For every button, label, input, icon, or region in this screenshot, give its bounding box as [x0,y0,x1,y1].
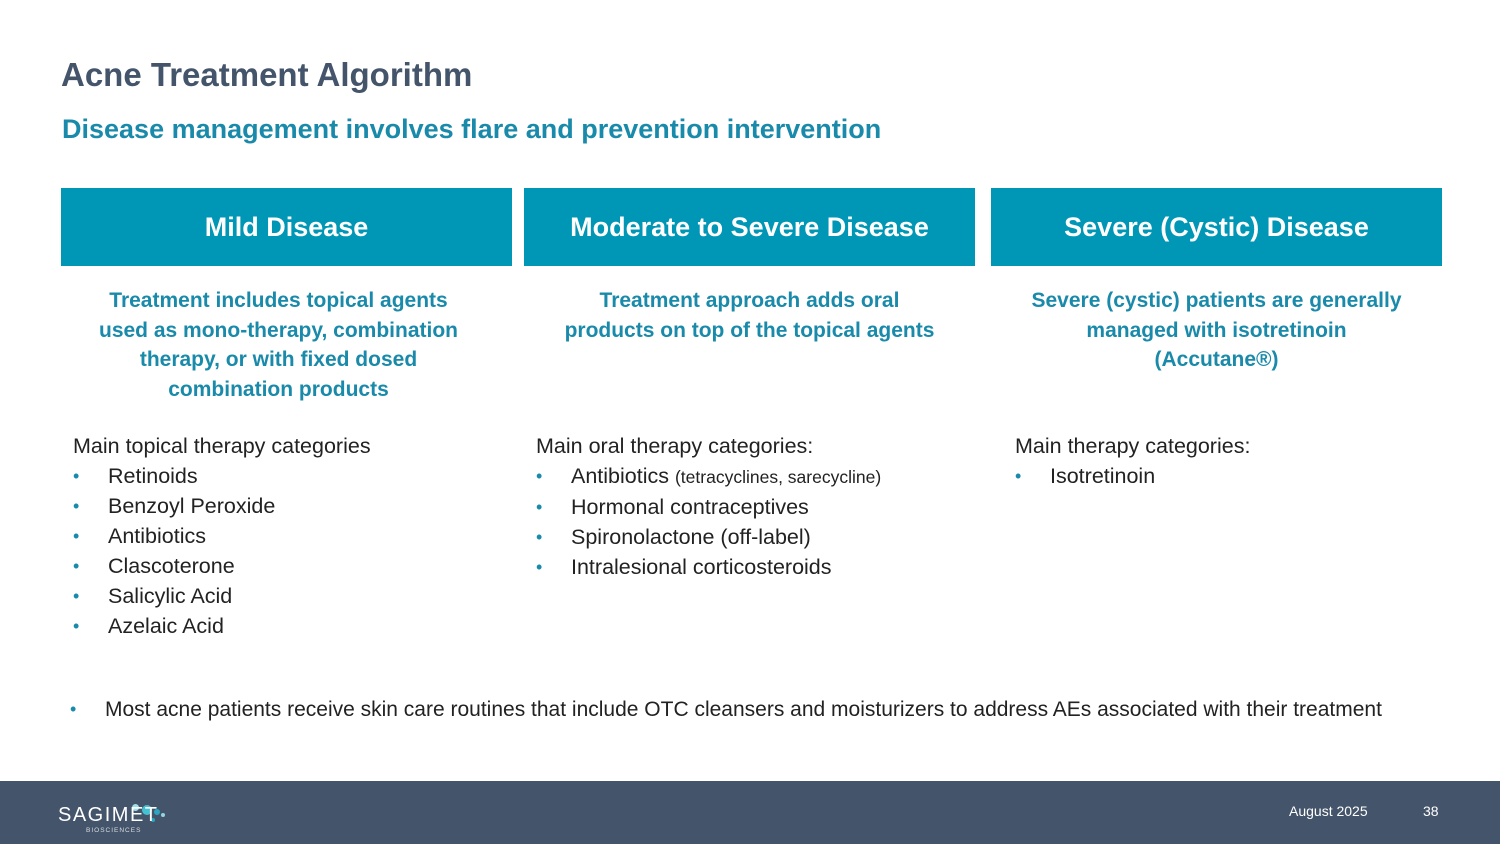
bullet-icon: • [73,496,80,516]
summary-line: therapy, or with fixed dosed [139,348,418,371]
list-lead: Main oral therapy categories: [536,434,814,458]
list-item: •Retinoids [73,461,503,491]
logo-subtext: BIOSCIENCES [86,827,142,834]
logo-dot-icon [132,804,139,811]
bullet-icon: • [536,497,543,517]
list-item: •Azelaic Acid [73,611,503,641]
bullet-icon: • [73,526,80,546]
bullet-icon: • [73,586,80,606]
bullet-icon: • [536,527,543,547]
therapy-list-severe: Main therapy categories: •Isotretinoin [1015,431,1435,491]
bullet-icon: • [70,699,77,719]
logo-dot-icon [154,809,160,815]
list-item: •Isotretinoin [1015,461,1435,491]
footnote-text: Most acne patients receive skin care rou… [105,698,1382,721]
therapy-list-moderate: Main oral therapy categories: •Antibioti… [536,431,976,582]
summary-line: combination products [168,377,389,401]
summary-line: managed with isotretinoin [1086,318,1347,342]
list-item: •Hormonal contraceptives [536,492,976,522]
bullet-icon: • [73,466,80,486]
column-header-severe: Severe (Cystic) Disease [991,188,1442,266]
footnote-bullet: • Most acne patients receive skin care r… [70,696,1430,723]
summary-line: (Accutane®) [1154,348,1279,371]
footer-bar: SAGIMET BIOSCIENCES August 2025 38 [0,781,1500,844]
list-item: •Clascoterone [73,551,503,581]
list-lead: Main topical therapy categories [73,434,371,458]
list-item: •Benzoyl Peroxide [73,491,503,521]
list-item: •Antibiotics (tetracyclines, sarecycline… [536,461,976,492]
column-header-moderate: Moderate to Severe Disease [524,188,975,266]
page-number: 38 [1423,803,1439,819]
summary-line: products on top of the topical agents [564,318,935,342]
slide-subtitle: Disease management involves flare and pr… [62,114,882,144]
bullet-icon: • [73,616,80,636]
summary-line: Treatment includes topical agents [109,289,448,312]
column-header-mild: Mild Disease [61,188,512,266]
footer-date: August 2025 [1289,803,1368,819]
summary-line: Treatment approach adds oral [599,289,900,312]
logo-wordmark: SAGIMET [58,804,159,826]
list-item: •Intralesional corticosteroids [536,552,976,582]
company-logo: SAGIMET BIOSCIENCES [58,791,178,836]
list-lead: Main therapy categories: [1015,434,1251,458]
column-summary-mild: Treatment includes topical agents used a… [53,286,504,404]
column-summary-moderate: Treatment approach adds oral products on… [524,286,975,345]
bullet-icon: • [73,556,80,576]
therapy-list-mild: Main topical therapy categories •Retinoi… [73,431,503,641]
bullet-icon: • [536,557,543,577]
slide-title: Acne Treatment Algorithm [61,56,473,93]
logo-dot-icon [151,818,155,822]
list-item: •Salicylic Acid [73,581,503,611]
bullet-icon: • [1015,466,1022,486]
summary-line: Severe (cystic) patients are generally [1031,289,1402,312]
list-item: •Spironolactone (off-label) [536,522,976,552]
logo-dot-icon [161,813,165,817]
column-summary-severe: Severe (cystic) patients are generally m… [991,286,1442,375]
summary-line: used as mono-therapy, combination [99,318,458,342]
bullet-icon: • [536,466,543,486]
logo-dot-icon [142,805,152,815]
list-item: •Antibiotics [73,521,503,551]
